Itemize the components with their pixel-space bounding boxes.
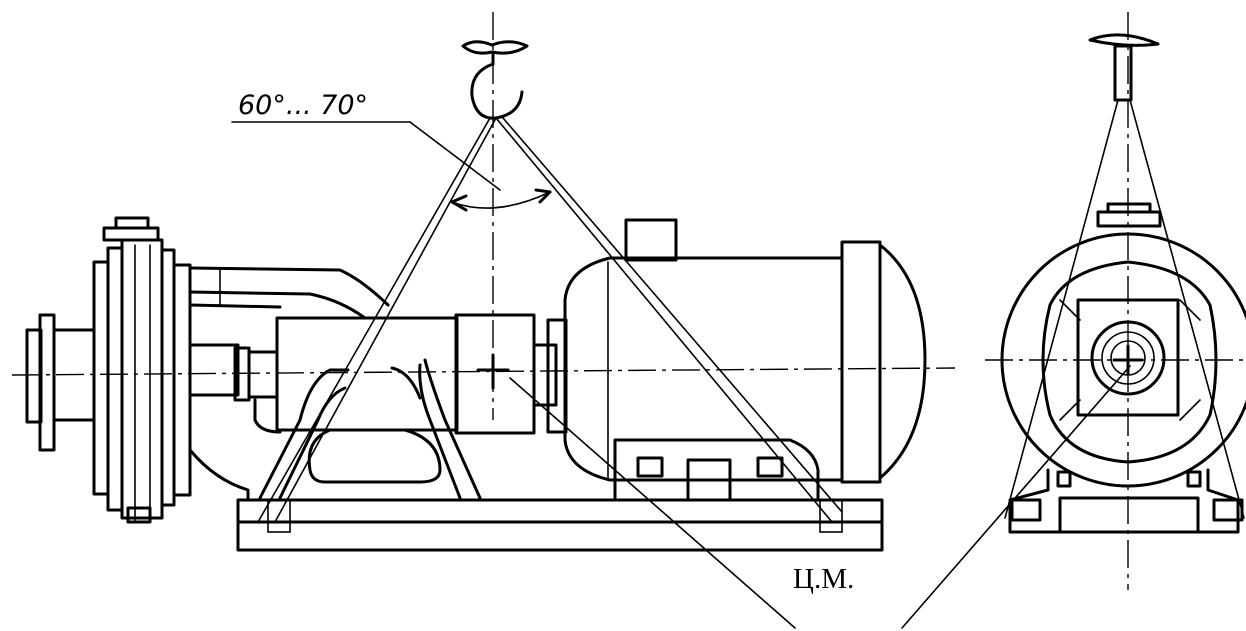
front-view-base (1008, 468, 1244, 534)
lifting-slings-side (257, 117, 843, 523)
front-view-pump (1000, 202, 1246, 488)
support-frame (258, 358, 482, 500)
front-view-hook (1088, 33, 1160, 102)
center-of-mass-label: Ц.М. (793, 563, 854, 595)
lifting-slings-front (1004, 99, 1245, 519)
pump-casing (25, 216, 192, 524)
center-of-mass-leaders (509, 365, 1131, 629)
base-plate (236, 498, 884, 552)
angle-label: 60°... 70° (231, 90, 501, 191)
side-view-centerline (11, 367, 956, 376)
angle-dimension (450, 188, 552, 212)
angle-label-text: 60°... 70° (238, 90, 368, 121)
electric-motor (563, 218, 927, 502)
crane-hook (461, 40, 529, 120)
discharge-pipe (188, 266, 390, 502)
center-of-mass-mark-front (1112, 344, 1144, 376)
